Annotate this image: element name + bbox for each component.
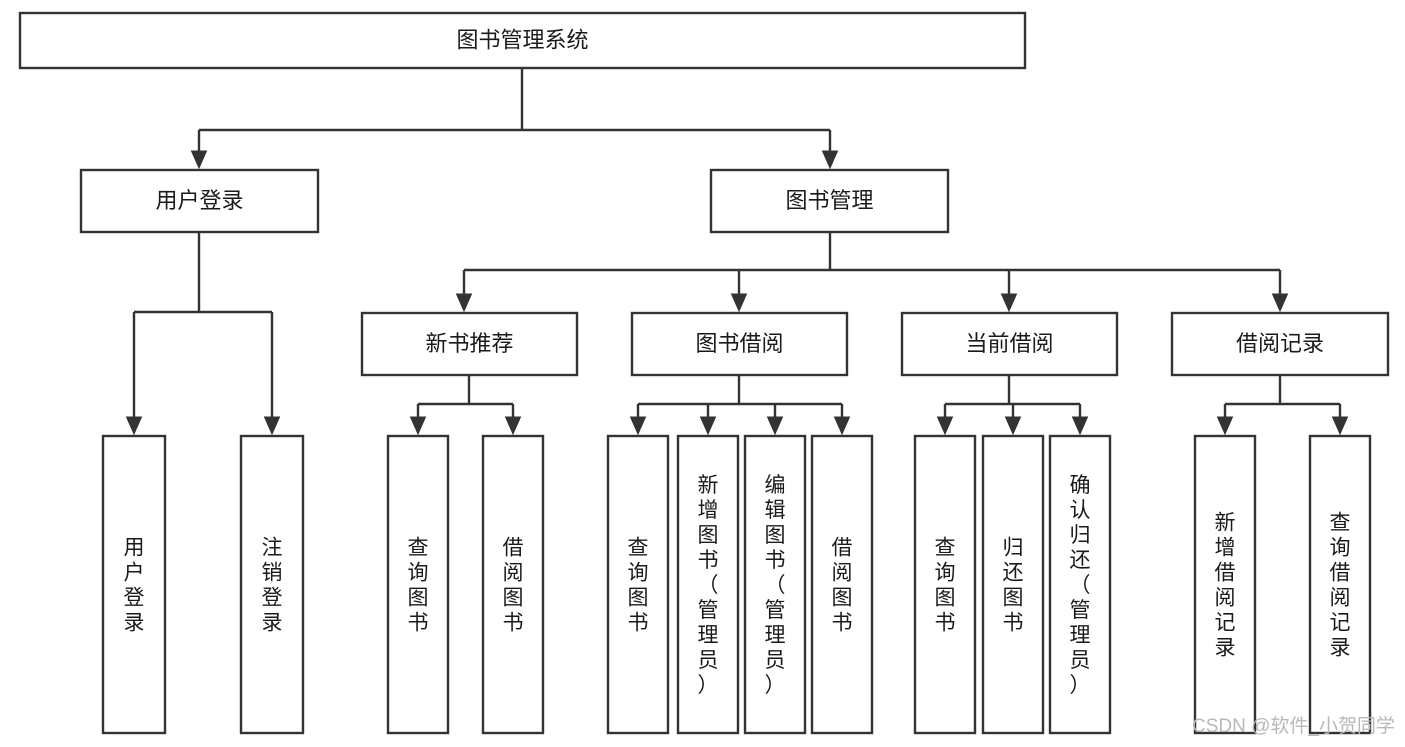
connector-book-management-to-level3 [462,232,1282,305]
node-label: 当前借阅 [965,331,1053,356]
node-label: 编辑图书（管理员） [765,474,786,697]
leaf-leaf-confirm-return-admin[interactable]: 确认归还（管理员） [1048,434,1112,735]
connector-recommend-to-leaves [416,375,515,428]
node-box[interactable] [1193,434,1257,735]
leaf-leaf-query-book-recommend[interactable]: 查询图书 [386,434,450,735]
node-box[interactable] [709,168,950,234]
node-label: 新书推荐 [425,331,513,356]
leaf-leaf-query-book-borrow[interactable]: 查询图书 [606,434,670,735]
node-box[interactable] [1048,434,1112,735]
arrow-new-book-recommend-icon [455,293,473,313]
arrow-current-borrow-icon [1000,293,1018,313]
arrow-leaf-query-book-recommend-icon [409,416,427,436]
leaf-leaf-user-login[interactable]: 用户登录 [101,434,167,735]
node-label: 借阅图书 [832,537,853,635]
node-user-login[interactable]: 用户登录 [79,168,320,234]
node-box[interactable] [18,11,1027,70]
node-box[interactable] [743,434,807,735]
node-label: 用户登录 [155,188,243,213]
arrow-leaf-borrow-book-icon [833,416,851,436]
node-label: 新增借阅记录 [1215,512,1236,660]
node-label: 图书管理系统 [456,27,588,52]
node-label: 查询图书 [628,537,649,635]
node-box[interactable] [1170,311,1390,377]
arrow-leaf-add-borrow-record-icon [1216,416,1234,436]
arrow-user-login-icon [190,150,208,170]
arrow-leaf-query-book-current-icon [936,416,954,436]
node-label: 查询借阅记录 [1330,512,1351,660]
node-box[interactable] [481,434,545,735]
arrowhead-layer [125,150,1349,436]
node-label: 借阅图书 [503,537,524,635]
node-label: 用户登录 [124,537,145,635]
node-label: 图书借阅 [695,331,783,356]
node-box[interactable] [239,434,305,735]
connector-current-to-leaves [943,375,1082,428]
leaf-leaf-edit-book-admin[interactable]: 编辑图书（管理员） [743,434,807,735]
arrow-borrow-record-icon [1271,293,1289,313]
connector-borrow-to-leaves [636,375,844,428]
node-label: 新增图书（管理员） [698,474,719,697]
arrow-leaf-return-book-icon [1004,416,1022,436]
node-box[interactable] [810,434,874,735]
node-book-borrow[interactable]: 图书借阅 [630,311,849,377]
node-box[interactable] [360,311,579,377]
node-box[interactable] [913,434,977,735]
connector-record-to-leaves [1223,375,1342,428]
arrow-leaf-edit-book-admin-icon [766,416,784,436]
node-book-management[interactable]: 图书管理 [709,168,950,234]
node-box[interactable] [630,311,849,377]
node-label: 注销登录 [262,537,283,635]
leaf-leaf-borrow-book[interactable]: 借阅图书 [810,434,874,735]
node-box[interactable] [1308,434,1372,735]
arrow-leaf-query-book-borrow-icon [629,416,647,436]
node-label: 查询图书 [408,537,429,635]
arrow-leaf-query-borrow-record-icon [1331,416,1349,436]
node-box[interactable] [676,434,740,735]
arrow-book-borrow-icon [730,293,748,313]
node-box[interactable] [79,168,320,234]
leaf-leaf-add-book-admin[interactable]: 新增图书（管理员） [676,434,740,735]
node-box[interactable] [900,311,1119,377]
leaf-leaf-return-book[interactable]: 归还图书 [981,434,1045,735]
node-borrow-record[interactable]: 借阅记录 [1170,311,1390,377]
node-label: 归还图书 [1003,537,1024,635]
node-new-book-recommend[interactable]: 新书推荐 [360,311,579,377]
node-box[interactable] [386,434,450,735]
node-box[interactable] [101,434,167,735]
node-label: 借阅记录 [1236,331,1324,356]
leaf-leaf-query-borrow-record[interactable]: 查询借阅记录 [1308,434,1372,735]
node-root[interactable]: 图书管理系统 [18,11,1027,70]
arrow-leaf-user-login-icon [125,416,143,436]
connector-layer [132,68,1342,428]
leaf-leaf-add-borrow-record[interactable]: 新增借阅记录 [1193,434,1257,735]
node-label: 查询图书 [935,537,956,635]
leaf-leaf-logout[interactable]: 注销登录 [239,434,305,735]
connector-user-login-to-leaves [132,232,274,428]
node-current-borrow[interactable]: 当前借阅 [900,311,1119,377]
node-box[interactable] [981,434,1045,735]
leaf-leaf-borrow-book-recommend[interactable]: 借阅图书 [481,434,545,735]
connector-root-to-level2 [197,68,832,162]
node-label: 确认归还（管理员） [1070,474,1091,697]
leaf-leaf-query-book-current[interactable]: 查询图书 [913,434,977,735]
arrow-leaf-confirm-return-admin-icon [1071,416,1089,436]
node-label: 图书管理 [785,188,873,213]
arrow-leaf-logout-icon [263,416,281,436]
node-box[interactable] [606,434,670,735]
arrow-leaf-borrow-book-recommend-icon [504,416,522,436]
csdn-watermark: CSDN @软件_小贺同学 [1192,715,1395,737]
arrow-leaf-add-book-admin-icon [699,416,717,436]
arrow-book-management-icon [821,150,839,170]
